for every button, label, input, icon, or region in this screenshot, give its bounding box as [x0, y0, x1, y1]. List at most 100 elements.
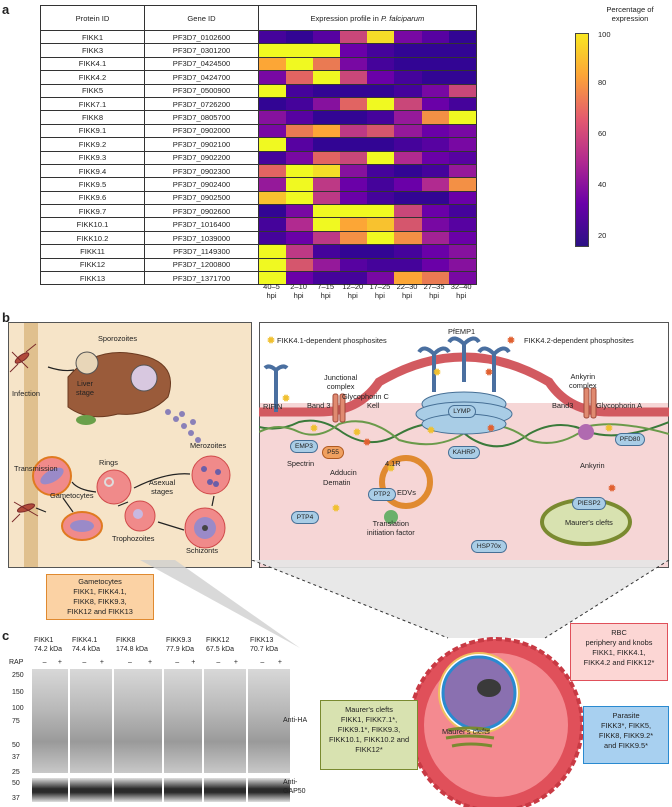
colorbar-tick-60: 60 [598, 129, 607, 138]
rap-minus: – [128, 659, 132, 666]
rap-minus: – [175, 659, 180, 666]
protein-id-cell: FIKK8 [40, 110, 145, 125]
spectrin-label: Spectrin [287, 459, 315, 468]
heatmap-cell [313, 138, 341, 151]
transmission-label: Transmission [14, 464, 58, 473]
maurers-callout-line-1: FIKK1, FIKK7.1*, [340, 715, 398, 724]
heatmap-cell [448, 111, 476, 124]
panel-c-letter: c [2, 628, 10, 643]
heatmap-row [258, 190, 477, 206]
heatmap-cell [286, 231, 314, 245]
heatmap-cell [448, 44, 476, 57]
anti-ha-label: Anti-HA [283, 717, 308, 724]
heatmap-cell [286, 124, 314, 138]
heatmap-cell [286, 44, 314, 57]
anti-gap50-label: Anti- GAP50 [283, 779, 306, 796]
piesp2-badge: PIESP2 [572, 497, 606, 510]
heatmap-cell [259, 111, 287, 124]
heatmap-row [258, 177, 477, 192]
gene-id-cell: PF3D7_0902400 [144, 177, 259, 192]
heatmap-cell [259, 124, 287, 138]
protein-id-cell: FIKK9.6 [40, 190, 145, 206]
heatmap-cell [421, 151, 449, 164]
merozoite-cell-icon [191, 455, 231, 495]
gene-id-cell: PF3D7_0902200 [144, 150, 259, 165]
heatmap-row [258, 70, 477, 85]
maurers-callout-line-4: FIKK12* [355, 745, 383, 754]
glycophorin-a-label: Glycophorin A [596, 401, 643, 410]
rbc-callout: RBC periphery and knobs FIKK1, FIKK4.1, … [570, 623, 668, 681]
time-label-unit: hpi [347, 291, 358, 300]
heatmap-cell [340, 231, 368, 245]
heatmap-cell [421, 124, 449, 138]
anti-gap50-blot [32, 778, 68, 802]
heatmap-cell [313, 205, 341, 218]
svg-text:✹: ✹ [607, 483, 616, 495]
maurers-callout-title: Maurer's clefts [345, 705, 393, 714]
heatmap-cell [394, 258, 422, 272]
heatmap-cell [394, 138, 422, 151]
gametocytes-callout: Gametocytes FIKK1, FIKK4.1, FIKK8, FIKK9… [46, 574, 154, 620]
gametocytes-label: Gametocytes [50, 491, 94, 500]
heatmap-cell [313, 164, 341, 178]
heatmap-cell [259, 205, 287, 218]
membrane-diagram: ✹✹ ✹✹✹ ✹✹✹ ✹✹✹ ✹✹✹ [259, 323, 669, 546]
colorbar-title: Percentage of expression [595, 5, 665, 23]
rbc-callout-title: RBC [611, 628, 627, 637]
heatmap-cell [286, 178, 314, 191]
svg-text:✹: ✹ [432, 367, 441, 379]
svg-text:✹: ✹ [486, 423, 495, 435]
blot-protein-name: FIKK8 [116, 637, 136, 644]
table-header-row: Protein ID Gene ID Expression profile in… [40, 5, 477, 31]
heatmap-cell [448, 138, 476, 151]
heatmap-cell [421, 138, 449, 151]
protein-id-cell: FIKK7.1 [40, 96, 145, 112]
heatmap-cell [448, 97, 476, 111]
heatmap-cell [448, 57, 476, 71]
blot-kda: 74.2 kDa [34, 645, 63, 653]
heatmap-cell [259, 44, 287, 57]
rap-minus: – [42, 659, 47, 666]
ankyrin-complex-line-1: Ankyrin [570, 372, 596, 381]
heatmap-cell [421, 57, 449, 71]
heatmap-cell [421, 245, 449, 258]
phosphosite-markers: ✹✹ ✹✹✹ ✹✹✹ ✹✹✹ ✹✹✹ [266, 335, 616, 515]
maurers-clefts-cell-icon [445, 726, 495, 748]
time-label-unit: hpi [429, 291, 440, 300]
maurers-clefts-cell-label: Maurer's clefts [442, 727, 490, 736]
maurers-callout-line-3: FIKK10.1, FIKK10.2 and [328, 735, 410, 744]
gene-id-cell: PF3D7_0726200 [144, 96, 259, 112]
heatmap-row [258, 96, 477, 112]
heatmap-cell [394, 245, 422, 258]
heatmap-cell [367, 111, 395, 124]
heatmap-cell [394, 57, 422, 71]
heatmap-row [258, 271, 477, 286]
pfd80-badge: PFD80 [615, 433, 645, 446]
heatmap-cell [394, 272, 422, 285]
heatmap-cell [448, 151, 476, 164]
gene-id-cell: PF3D7_0902600 [144, 204, 259, 219]
heatmap-cell [340, 164, 368, 178]
heatmap-cell [367, 191, 395, 205]
heatmap-cell [340, 111, 368, 124]
time-label-unit: hpi [374, 291, 385, 300]
parasite-callout: Parasite FIKK3*, FIKK5, FIKK8, FIKK9.2* … [583, 706, 669, 764]
gametocytes-callout-line-1: FIKK1, FIKK4.1, [73, 587, 127, 596]
blot-protein-name: FIKK1 [34, 637, 54, 644]
heatmap-row [258, 257, 477, 273]
heatmap-cell [340, 124, 368, 138]
heatmap-cell [394, 71, 422, 84]
gene-id-cell: PF3D7_0102600 [144, 29, 259, 45]
heatmap-cell [340, 97, 368, 111]
junctional-complex-line-2: complex [326, 382, 355, 391]
gene-id-cell: PF3D7_0902500 [144, 190, 259, 206]
